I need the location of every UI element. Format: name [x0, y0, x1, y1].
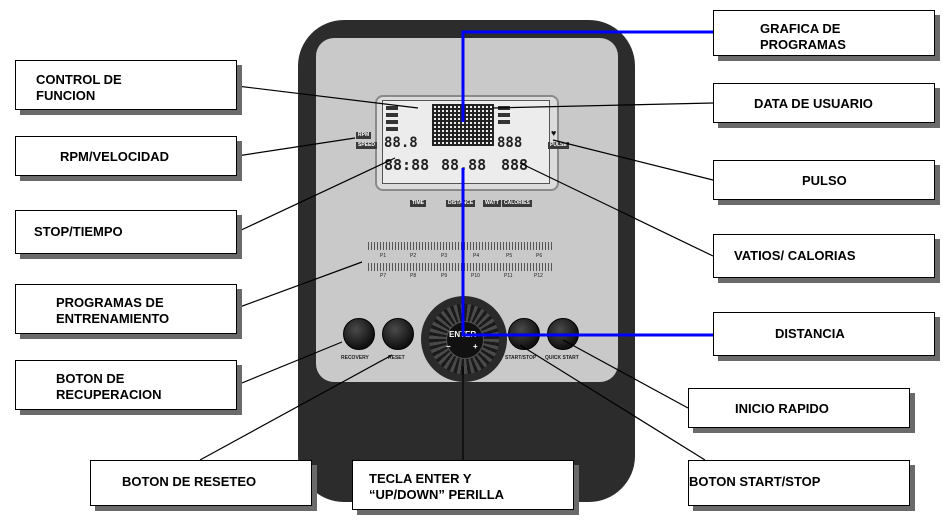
- callout-stop-tiempo: STOP/TIEMPO: [15, 210, 237, 254]
- leader-vatios: [519, 162, 714, 257]
- reset-button[interactable]: [382, 318, 414, 350]
- lcd-function-mark: [386, 120, 398, 124]
- rpm-label: RPM: [356, 132, 372, 139]
- program-label: P9: [441, 273, 448, 279]
- program-label: P10: [471, 273, 480, 279]
- program-label: P3: [441, 253, 448, 259]
- program-label: P12: [534, 273, 543, 279]
- program-label: P5: [506, 253, 513, 259]
- leader-rpm: [236, 137, 356, 157]
- program-label: P2: [410, 253, 417, 259]
- lcd-user-mark: [498, 113, 510, 117]
- quick-start-label: QUICK START: [545, 355, 579, 361]
- program-label: P8: [410, 273, 417, 279]
- start-stop-label: START/STOP: [505, 355, 537, 361]
- callout-distancia: DISTANCIA: [713, 312, 935, 356]
- lcd-rpm-digits: 88.8: [384, 135, 418, 151]
- lcd-function-mark: [386, 106, 398, 110]
- callout-data-usuario: DATA DE USUARIO: [713, 83, 935, 123]
- watt-label: WATT: [483, 200, 501, 207]
- callout-vatios-calorias: VATIOS/ CALORIAS: [713, 234, 935, 278]
- callout-grafica: GRAFICA DE PROGRAMAS: [713, 10, 935, 56]
- calories-label: CALORIES: [502, 200, 532, 207]
- leader-pulso: [552, 139, 714, 181]
- callout-pulso: PULSO: [713, 160, 935, 200]
- leader-stop-tiempo: [236, 157, 396, 233]
- minus-label: −: [446, 342, 451, 351]
- callout-programas: PROGRAMAS DE ENTRENAMIENTO: [15, 284, 237, 334]
- program-label: P1: [380, 253, 387, 259]
- lcd-pulse-digits: 888: [497, 135, 523, 151]
- leader-grafica: [461, 30, 713, 122]
- plus-label: +: [473, 342, 478, 351]
- leader-distancia: [461, 168, 713, 337]
- recovery-label: RECOVERY: [341, 355, 369, 361]
- lcd-calorie-digits: 888: [501, 156, 529, 174]
- recovery-button[interactable]: [343, 318, 375, 350]
- program-label: P7: [380, 273, 387, 279]
- lcd-time-digits: 88:88: [384, 156, 430, 174]
- leader-reseteo: [199, 354, 393, 461]
- pulse-label: PULSE: [548, 142, 569, 149]
- callout-boton-reseteo: BOTON DE RESETEO: [90, 460, 312, 506]
- program-profiles-row-2: [368, 263, 554, 271]
- enter-key[interactable]: [446, 321, 484, 359]
- callout-inicio-rapido: INICIO RAPIDO: [688, 388, 910, 428]
- speed-label: SPEED: [356, 142, 377, 149]
- program-label: P4: [473, 253, 480, 259]
- time-label: TIME: [410, 200, 426, 207]
- callout-boton-start-stop: BOTON START/STOP: [688, 460, 910, 506]
- leader-programas: [236, 261, 363, 309]
- leader-start-stop: [519, 344, 706, 461]
- lcd-distance-digits: 88.88: [441, 156, 487, 174]
- distance-label: DISTANCE: [446, 200, 476, 207]
- lcd-function-mark: [386, 113, 398, 117]
- leader-control-funcion: [236, 85, 419, 109]
- program-label: P6: [536, 253, 543, 259]
- reset-label: RESET: [388, 355, 405, 361]
- lcd-function-mark: [386, 127, 398, 131]
- heart-icon: ♥: [551, 128, 557, 138]
- callout-boton-recuperacion: BOTON DE RECUPERACION: [15, 360, 237, 410]
- callout-tecla-enter: TECLA ENTER Y “UP/DOWN” PERILLA: [352, 460, 574, 510]
- program-label: P11: [504, 273, 513, 279]
- program-profiles-row-1: [368, 242, 554, 250]
- callout-rpm-velocidad: RPM/VELOCIDAD: [15, 136, 237, 176]
- callout-control-funcion: CONTROL DE FUNCION: [15, 60, 237, 110]
- leader-inicio-rapido: [562, 339, 689, 409]
- leader-recuperacion: [236, 341, 343, 386]
- leader-data-usuario: [492, 102, 714, 109]
- lcd-user-mark: [498, 120, 510, 124]
